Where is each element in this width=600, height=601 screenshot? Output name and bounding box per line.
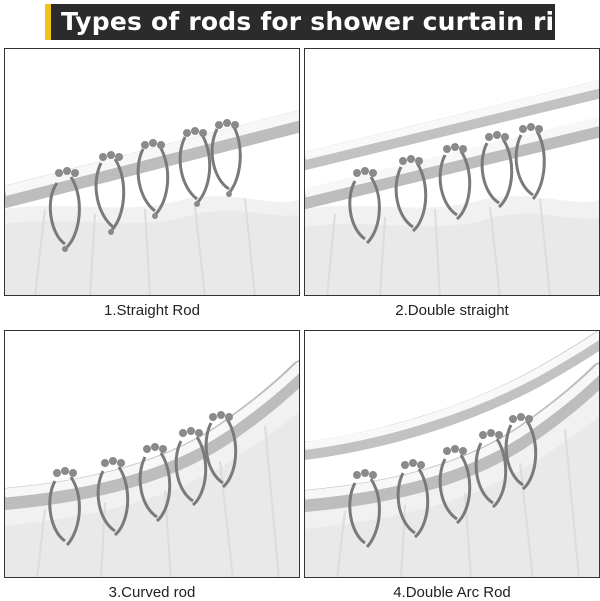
panel-double-arc-rod (304, 330, 600, 578)
curved-rod-illustration (5, 360, 299, 577)
banner-accent-bar (45, 4, 51, 40)
panel-double-straight (304, 48, 600, 296)
double-arc-rod-illustration (305, 331, 599, 577)
banner-title: Types of rods for shower curtain rings (61, 7, 600, 36)
straight-rod-illustration (5, 110, 299, 295)
caption-double-arc-rod: 4.Double Arc Rod (393, 584, 511, 601)
panel-curved-rod (4, 330, 300, 578)
caption-straight-rod: 1.Straight Rod (104, 302, 200, 319)
caption-double-straight: 2.Double straight (395, 302, 509, 319)
panel-straight-rod (4, 48, 300, 296)
caption-curved-rod: 3.Curved rod (108, 584, 196, 601)
title-banner: Types of rods for shower curtain rings (45, 4, 600, 40)
double-straight-illustration (305, 80, 599, 295)
